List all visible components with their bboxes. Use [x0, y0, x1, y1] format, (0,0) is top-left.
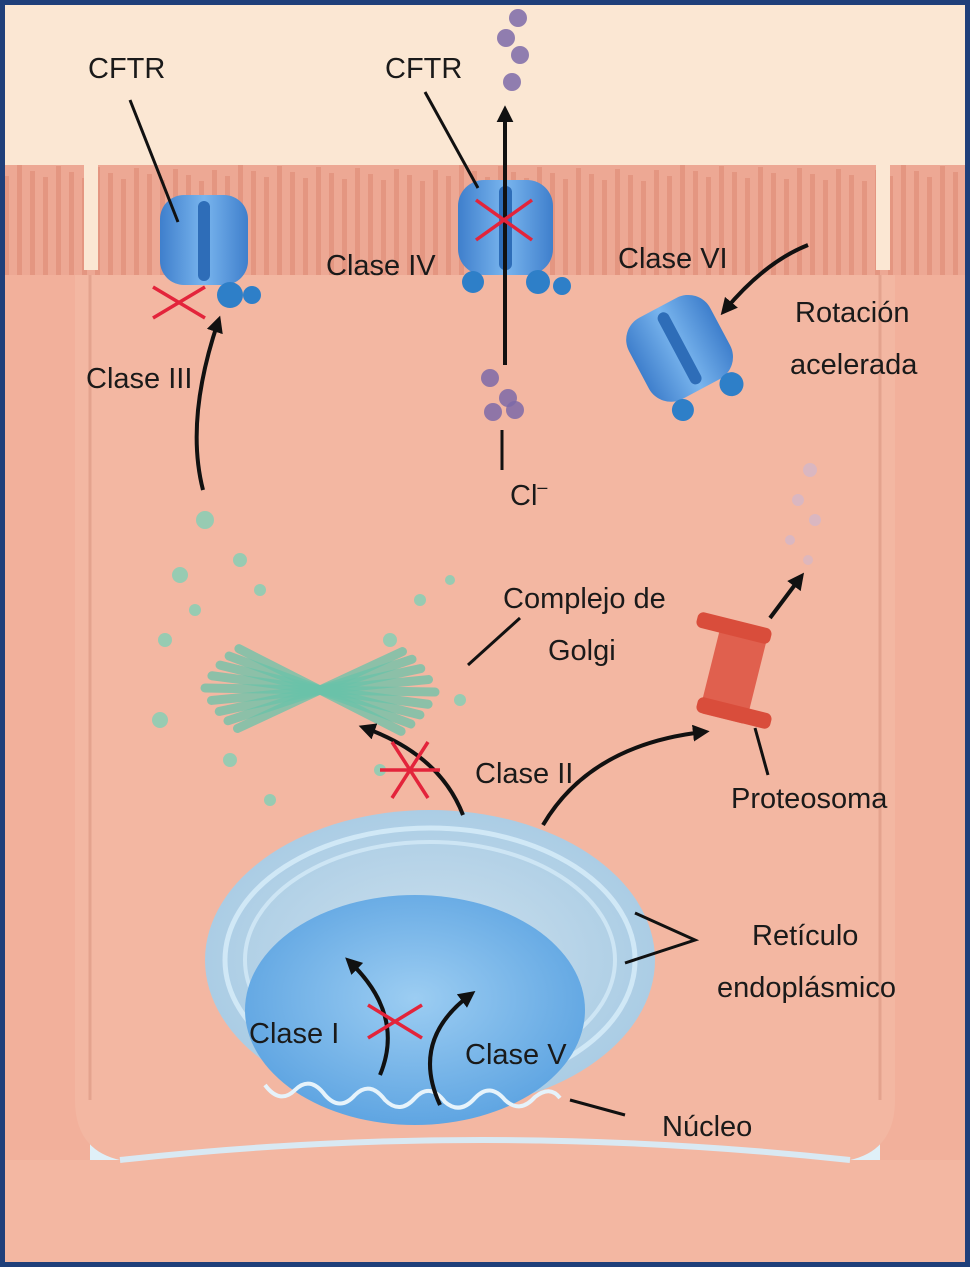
label-clase-iv: Clase IV — [326, 250, 436, 282]
neighbor-cell-left — [0, 175, 90, 1267]
label-clase-vi: Clase VI — [618, 243, 728, 275]
cell-lower-region — [0, 1160, 970, 1267]
block-mark-clase-iii — [152, 285, 206, 320]
block-mark-clase-ii — [380, 741, 440, 799]
block-marks — [152, 198, 534, 1040]
chloride-ions — [481, 9, 529, 421]
arrow-proteasome-out — [768, 572, 805, 620]
label-golgi-line1: Complejo de — [503, 583, 666, 615]
cftr-channel-left — [160, 195, 261, 308]
label-clase-ii: Clase II — [475, 758, 573, 790]
leader-golgi — [466, 616, 522, 667]
neighbor-cell-right — [880, 175, 970, 1267]
label-cftr-left: CFTR — [88, 53, 165, 85]
block-mark-clase-iv — [474, 198, 534, 242]
leader-lines — [128, 91, 770, 1117]
label-nucleo: Núcleo — [662, 1111, 752, 1143]
label-rotacion-line1: Rotación — [795, 297, 909, 329]
leader-reticulo — [624, 911, 700, 965]
label-cftr-center: CFTR — [385, 53, 462, 85]
label-clase-i: Clase I — [249, 1018, 339, 1050]
label-rotacion-line2: acelerada — [790, 349, 918, 381]
label-chloride-charge: – — [537, 477, 547, 497]
cftr-channel-right — [626, 294, 744, 421]
label-chloride: Cl– — [510, 477, 547, 512]
label-chloride-symbol: Cl — [510, 480, 537, 512]
label-clase-iii: Clase III — [86, 363, 192, 395]
arrow-rotacion — [720, 243, 809, 316]
leader-nucleo — [569, 1098, 626, 1117]
arrow-to-proteasome — [541, 724, 710, 827]
label-reticulo-line2: endoplásmico — [717, 972, 896, 1004]
label-proteosoma: Proteosoma — [731, 783, 888, 815]
leader-cftr-left — [128, 99, 180, 223]
label-golgi-line2: Golgi — [548, 635, 616, 667]
arrow-clase-v — [428, 990, 476, 1106]
leader-proteosoma — [753, 727, 770, 776]
leader-cftr-center — [423, 91, 480, 189]
golgi-complex — [152, 511, 466, 806]
label-reticulo-line1: Retículo — [752, 920, 858, 952]
block-mark-clase-i — [367, 1003, 423, 1040]
arrow-clase-iii — [194, 315, 223, 491]
label-clase-v: Clase V — [465, 1039, 567, 1071]
proteasome — [696, 463, 821, 729]
basal-membrane — [119, 1137, 851, 1163]
arrow-clase-ii — [358, 723, 465, 816]
